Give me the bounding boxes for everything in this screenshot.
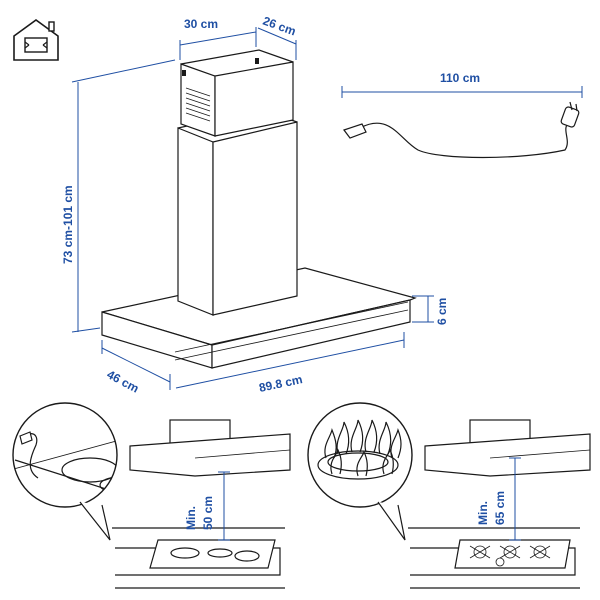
cable-length-dimension: 110 cm bbox=[341, 71, 583, 98]
gas-hob-panel: Min. 65 cm bbox=[307, 402, 591, 589]
hood-illustration bbox=[101, 49, 417, 369]
height-label: 73 cm-101 cm bbox=[61, 185, 75, 264]
width-label: 89.8 cm bbox=[258, 372, 304, 395]
electric-min-value: 50 cm bbox=[201, 496, 215, 530]
canopy-thickness-label: 6 cm bbox=[435, 298, 449, 325]
chimney-width-label: 30 cm bbox=[184, 17, 218, 31]
height-dimension: 73 cm-101 cm bbox=[61, 59, 176, 333]
gas-min-value: 65 cm bbox=[493, 491, 507, 525]
gas-flame-icon bbox=[317, 419, 402, 480]
power-cable-illustration bbox=[343, 101, 580, 159]
chimney-width-dimension: 30 cm bbox=[179, 17, 257, 60]
cable-length-label: 110 cm bbox=[440, 71, 480, 85]
gas-min-label: Min. bbox=[476, 501, 490, 525]
canopy-thickness-dimension: 6 cm bbox=[412, 295, 449, 325]
chimney-depth-label: 26 cm bbox=[261, 14, 298, 39]
electric-min-label: Min. bbox=[184, 506, 198, 530]
recirculation-house-icon bbox=[13, 19, 59, 61]
chimney-depth-dimension: 26 cm bbox=[257, 14, 298, 60]
electric-hob-panel: Min. 50 cm bbox=[12, 402, 291, 589]
depth-label: 46 cm bbox=[105, 367, 142, 395]
